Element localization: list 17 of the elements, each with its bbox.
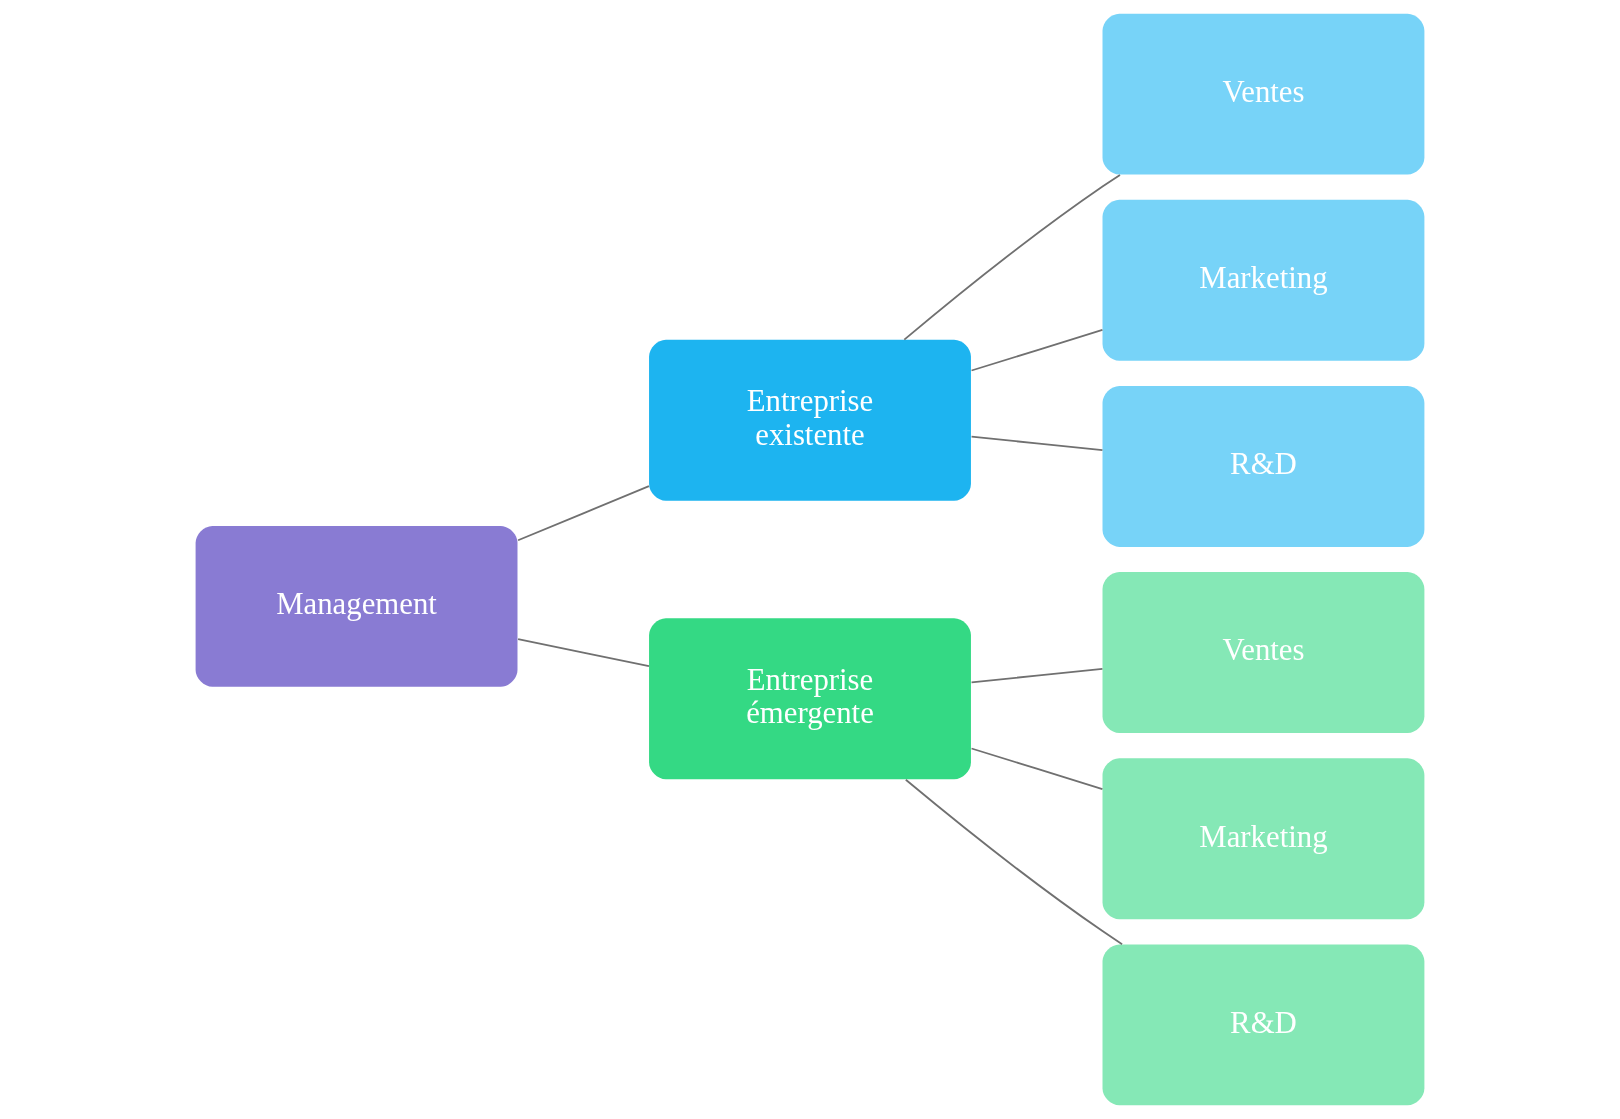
node-box: Entreprise émergente: [649, 618, 971, 780]
connector: [970, 435, 1104, 451]
connector: [904, 778, 1123, 946]
node-box: Ventes: [1102, 572, 1425, 734]
connector: [970, 668, 1104, 684]
node-box: Marketing: [1102, 758, 1425, 920]
connector: [970, 328, 1104, 372]
connector: [970, 747, 1104, 791]
node-box: Marketing: [1102, 199, 1425, 361]
connector: [903, 174, 1121, 341]
connector: [517, 638, 650, 667]
node-box: Management: [195, 525, 518, 687]
node-box: R&D: [1102, 944, 1425, 1106]
node-box: R&D: [1102, 385, 1425, 547]
connector: [517, 485, 650, 542]
node-box: Ventes: [1102, 13, 1425, 175]
node-box: Entreprise existente: [649, 339, 971, 501]
